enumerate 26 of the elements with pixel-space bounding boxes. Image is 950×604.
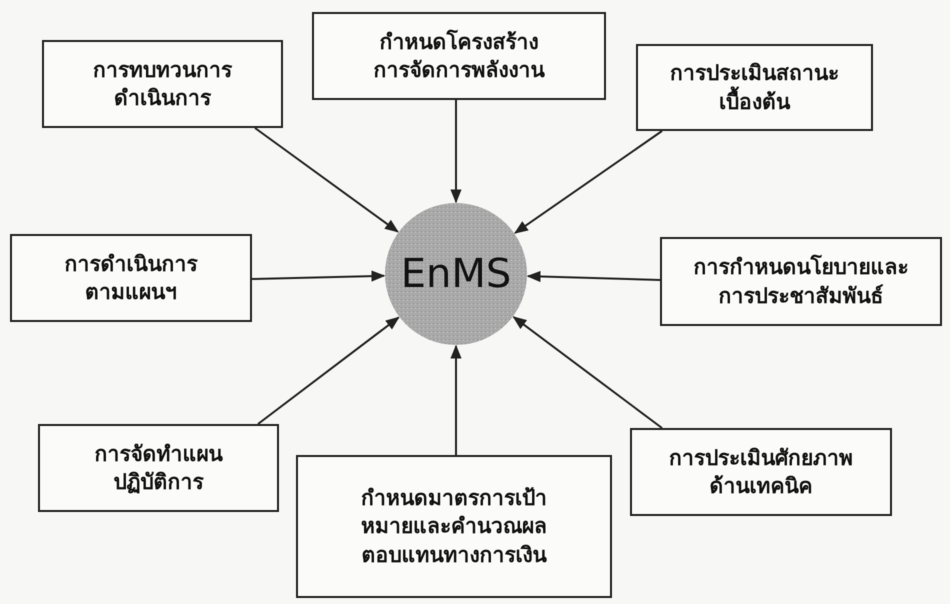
arrow [450,344,462,455]
box-label: การกำหนดนโยบายและการประชาสัมพันธ์ [692,254,910,310]
process-box [636,44,873,131]
arrow [514,130,663,234]
box-label: การดำเนินการตามแผนฯ [64,250,199,306]
process-box [630,428,892,516]
box-label: กำหนดโครงสร้างการจัดการพลังงาน [372,28,546,84]
process-box [660,237,942,326]
process-box [38,424,279,512]
box-label: การทบทวนการดำเนินการ [92,56,233,112]
box-label: การประเมินสถานะเบื้องต้น [669,60,840,116]
box-label: กำหนดมาตรการเป้าหมายและคำนวณผลตอบแทนทางการเงิน [360,484,548,569]
process-box [296,455,612,598]
process-box [312,12,606,100]
box-label: การจัดทำแผนปฏิบัติการ [94,440,224,496]
arrow [450,100,462,204]
hub-circle [384,202,528,346]
arrow [254,127,399,232]
box-label: การประเมินศักยภาพด้านเทคนิค [668,444,854,500]
arrow [512,316,663,429]
box-label: EnMS [400,250,512,299]
arrow [257,316,400,425]
process-box [10,234,252,322]
arrow [526,270,660,282]
process-box [42,40,283,128]
arrow [252,270,386,282]
